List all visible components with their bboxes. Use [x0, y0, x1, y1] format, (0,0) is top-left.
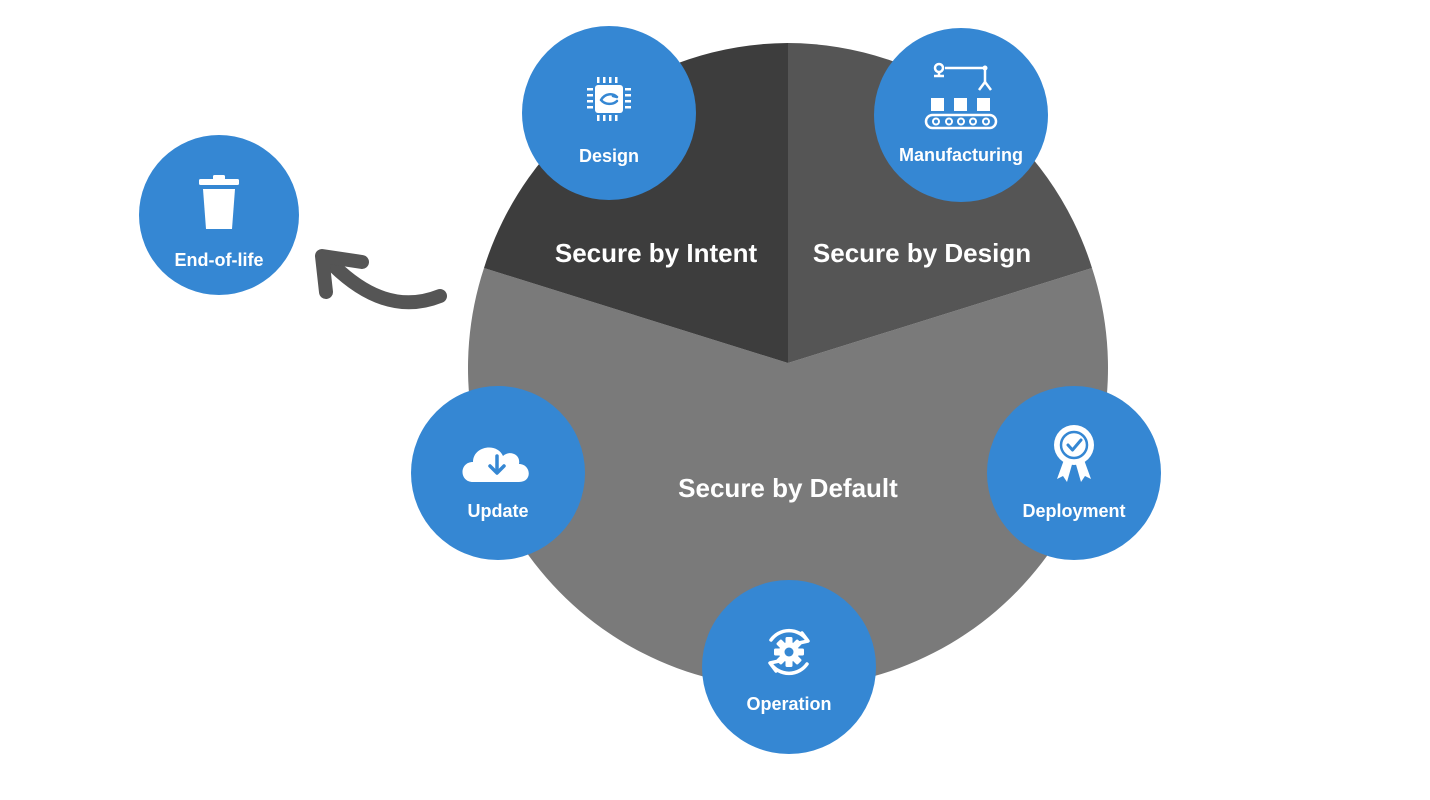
cloud-download-icon: [462, 447, 529, 482]
conveyor-robot-icon: [924, 62, 998, 130]
stage-operation[interactable]: Operation: [702, 580, 876, 754]
stage-manufacturing[interactable]: Manufacturing: [874, 28, 1048, 202]
stage-deployment-label: Deployment: [1022, 501, 1125, 521]
security-pie: [468, 43, 1109, 688]
stage-end-of-life[interactable]: End-of-life: [139, 135, 299, 295]
stage-update-label: Update: [467, 501, 528, 521]
stage-deployment-circle: [987, 386, 1161, 560]
sector-label-default: Secure by Default: [678, 473, 898, 503]
stage-deployment[interactable]: Deployment: [987, 386, 1161, 560]
chip-icon: [587, 77, 631, 121]
stage-end-of-life-label: End-of-life: [175, 250, 264, 270]
award-badge-icon: [1054, 425, 1094, 482]
sector-secure-by-design: [788, 43, 1092, 363]
stage-design-label: Design: [579, 146, 639, 166]
stage-operation-label: Operation: [746, 694, 831, 714]
arrow-head: [315, 249, 369, 299]
stage-manufacturing-label: Manufacturing: [899, 145, 1023, 165]
sector-label-intent: Secure by Intent: [555, 238, 758, 268]
end-of-life-arrow: [315, 249, 447, 310]
arrow-shaft: [327, 259, 447, 310]
gear-cycle-icon: [768, 628, 810, 676]
stage-design[interactable]: Design: [522, 26, 696, 200]
trash-icon: [199, 175, 239, 229]
sector-secure-by-intent: [484, 43, 788, 363]
sector-secure-by-default: [468, 268, 1109, 688]
sector-label-design: Secure by Design: [813, 238, 1031, 268]
stage-update[interactable]: Update: [411, 386, 585, 560]
